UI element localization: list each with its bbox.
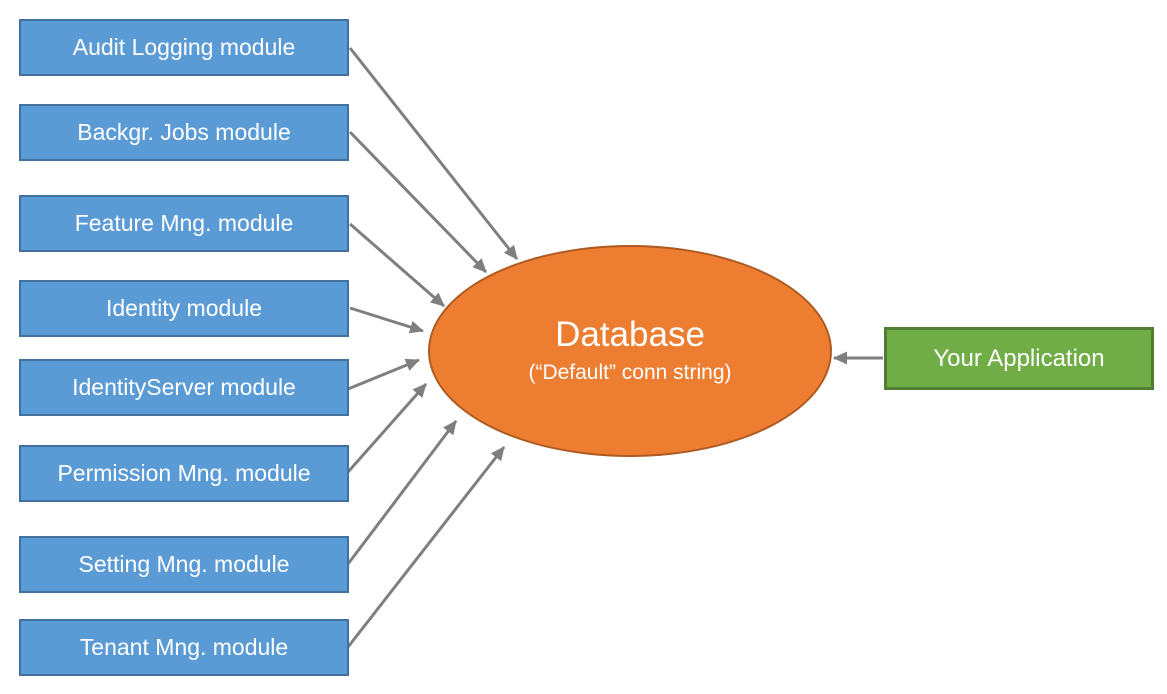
module-label: Feature Mng. module [74, 210, 294, 236]
arrow-audit-logging-to-db [348, 47, 519, 260]
database-subtitle: (“Default” conn string) [528, 361, 732, 385]
arrow-identity-to-db [349, 306, 424, 334]
your-application-label: Your Application [933, 344, 1105, 372]
module-box-identity: Identity module [19, 280, 349, 337]
module-label: Audit Logging module [72, 34, 296, 60]
module-label: Setting Mng. module [78, 551, 290, 577]
arrow-identityserver-to-db [347, 358, 420, 391]
module-label: Backgr. Jobs module [77, 119, 291, 145]
database-ellipse: Database (“Default” conn string) [428, 245, 832, 457]
module-label: Tenant Mng. module [79, 634, 289, 660]
module-box-tenant-mng: Tenant Mng. module [19, 619, 349, 676]
module-box-backgr-jobs: Backgr. Jobs module [19, 104, 349, 161]
module-box-audit-logging: Audit Logging module [19, 19, 349, 76]
module-label: Identity module [106, 295, 262, 321]
database-title: Database [555, 315, 705, 355]
your-application-box: Your Application [884, 327, 1154, 390]
module-box-feature-mng: Feature Mng. module [19, 195, 349, 252]
arrow-backgr-jobs-to-db [348, 130, 488, 274]
arrow-setting-mng-to-db [346, 420, 458, 565]
module-box-setting-mng: Setting Mng. module [19, 536, 349, 593]
arrow-permission-mng-to-db [346, 383, 428, 473]
module-label: Permission Mng. module [57, 460, 311, 486]
module-box-identityserver: IdentityServer module [19, 359, 349, 416]
arrow-feature-mng-to-db [349, 222, 445, 308]
module-box-permission-mng: Permission Mng. module [19, 445, 349, 502]
arrow-tenant-mng-to-db [346, 446, 506, 648]
module-label: IdentityServer module [72, 374, 296, 400]
